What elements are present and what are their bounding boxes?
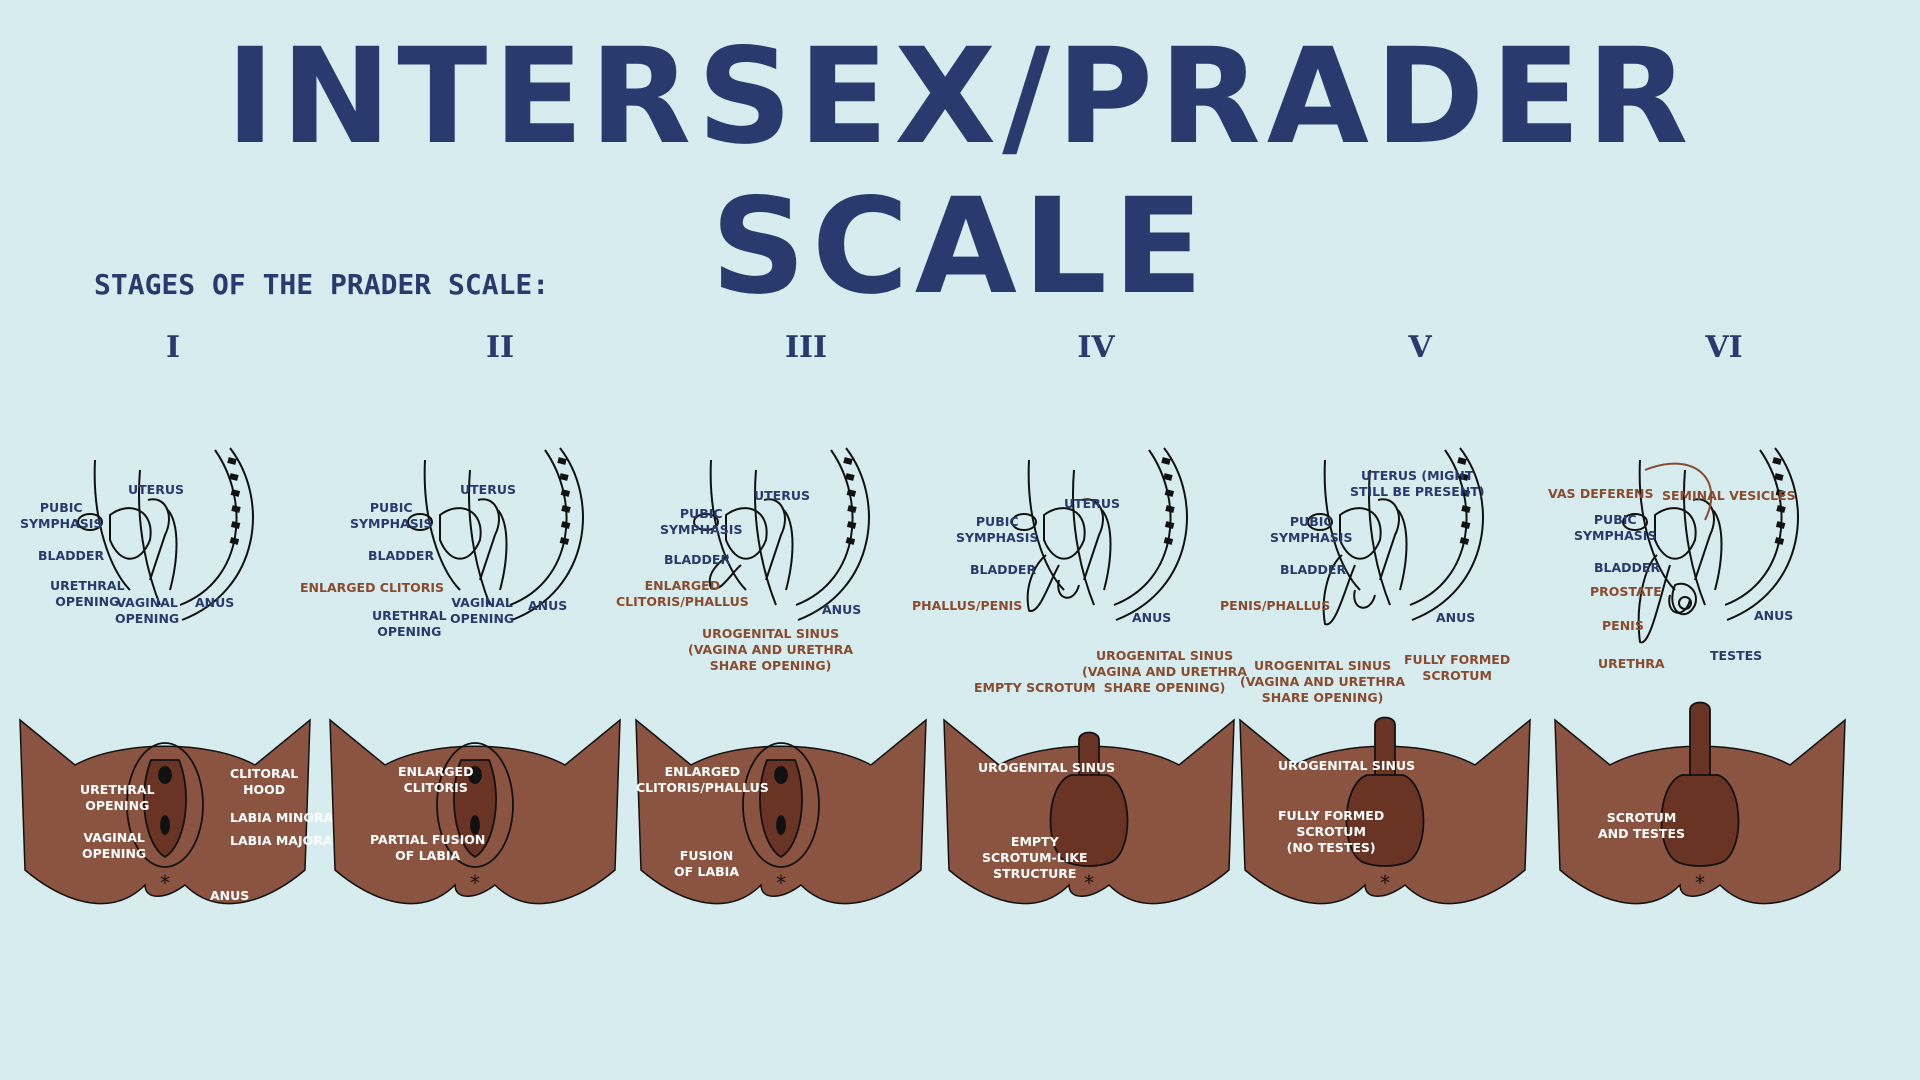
label-enlarged-clitoris: ENLARGED CLITORIS bbox=[300, 580, 445, 595]
stage-numeral-6: VI bbox=[1705, 330, 1743, 365]
label-bladder: BLADDER bbox=[970, 562, 1037, 577]
svg-text:*: * bbox=[470, 871, 480, 895]
label-ext-urogenital-sinus: UROGENITAL SINUS bbox=[978, 760, 1116, 775]
stage-numeral-3: III bbox=[784, 330, 828, 365]
label-bladder: BLADDER bbox=[1594, 560, 1661, 575]
svg-text:*: * bbox=[160, 871, 170, 895]
page-title: INTERSEX/PRADER SCALE bbox=[225, 20, 1695, 324]
label-empty-scrotum: EMPTY SCROTUM bbox=[974, 680, 1096, 695]
label-uterus: UTERUS bbox=[128, 482, 184, 497]
stage-diagram: * bbox=[943, 447, 1235, 905]
label-penis-phallus: PENIS/PHALLUS bbox=[1220, 598, 1331, 613]
stage-numeral-5: V bbox=[1408, 330, 1432, 365]
stage-diagram: * bbox=[1239, 447, 1531, 905]
label-prostate: PROSTATE bbox=[1590, 584, 1662, 599]
label-urethra: URETHRA bbox=[1598, 656, 1665, 671]
stage-numeral-4: IV bbox=[1077, 330, 1115, 365]
section-heading: STAGES OF THE PRADER SCALE: bbox=[94, 268, 550, 301]
label-bladder: BLADDER bbox=[1280, 562, 1347, 577]
stage-diagram: * bbox=[19, 447, 311, 905]
stage-diagram: * bbox=[1554, 447, 1846, 905]
label-labia-minora: LABIA MINORA bbox=[230, 810, 334, 825]
label-bladder: BLADDER bbox=[368, 548, 435, 563]
stage-numeral-1: I bbox=[165, 330, 181, 365]
label-ext-urogenital-sinus: UROGENITAL SINUS bbox=[1278, 758, 1416, 773]
label-anus: ANUS bbox=[195, 595, 235, 610]
label-labia-majora: LABIA MAJORA bbox=[230, 833, 333, 848]
svg-text:*: * bbox=[776, 871, 786, 895]
label-phallus-penis: PHALLUS/PENIS bbox=[912, 598, 1023, 613]
label-uterus: UTERUS bbox=[460, 482, 516, 497]
label-vas-deferens: VAS DEFERENS bbox=[1548, 486, 1654, 501]
svg-text:*: * bbox=[1084, 871, 1094, 895]
label-bladder: BLADDER bbox=[664, 552, 731, 567]
label-uterus: UTERUS bbox=[1064, 496, 1120, 511]
label-bladder: BLADDER bbox=[38, 548, 105, 563]
svg-text:*: * bbox=[1695, 871, 1705, 895]
label-testes: TESTES bbox=[1710, 648, 1763, 663]
label-anus: ANUS bbox=[1754, 608, 1794, 623]
stage-diagram: * bbox=[329, 447, 621, 905]
label-uterus: UTERUS bbox=[754, 488, 810, 503]
label-anus: ANUS bbox=[822, 602, 862, 617]
stage-numeral-2: II bbox=[485, 330, 515, 365]
label-anus: ANUS bbox=[1132, 610, 1172, 625]
stage-diagram: * bbox=[635, 447, 927, 905]
svg-text:*: * bbox=[1380, 871, 1390, 895]
label-penis: PENIS bbox=[1602, 618, 1644, 633]
label-anus: ANUS bbox=[1436, 610, 1476, 625]
label-anus: ANUS bbox=[528, 598, 568, 613]
label-seminal-vesicles: SEMINAL VESICLES bbox=[1662, 488, 1796, 503]
label-ext-anus: ANUS bbox=[210, 888, 250, 903]
